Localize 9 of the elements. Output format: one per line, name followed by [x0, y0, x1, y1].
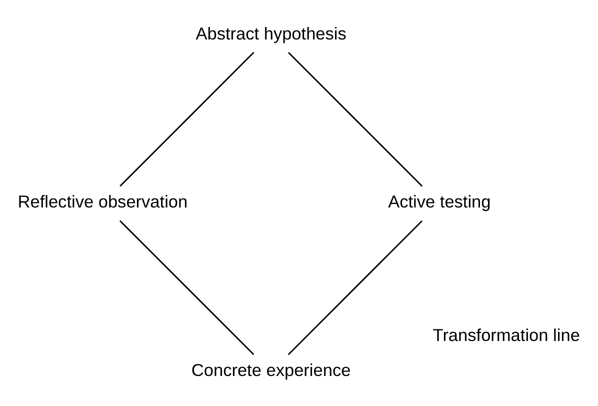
connector — [288, 52, 423, 186]
connector — [120, 51, 254, 186]
connector — [288, 220, 423, 355]
node-text: Concrete experience — [191, 360, 351, 380]
node-text: Abstract hypothesis — [196, 22, 346, 43]
node-text: Active testing — [388, 191, 491, 212]
label: Transformation line — [432, 324, 580, 345]
node-text: Reflective observation — [18, 191, 188, 212]
connector — [119, 220, 254, 354]
